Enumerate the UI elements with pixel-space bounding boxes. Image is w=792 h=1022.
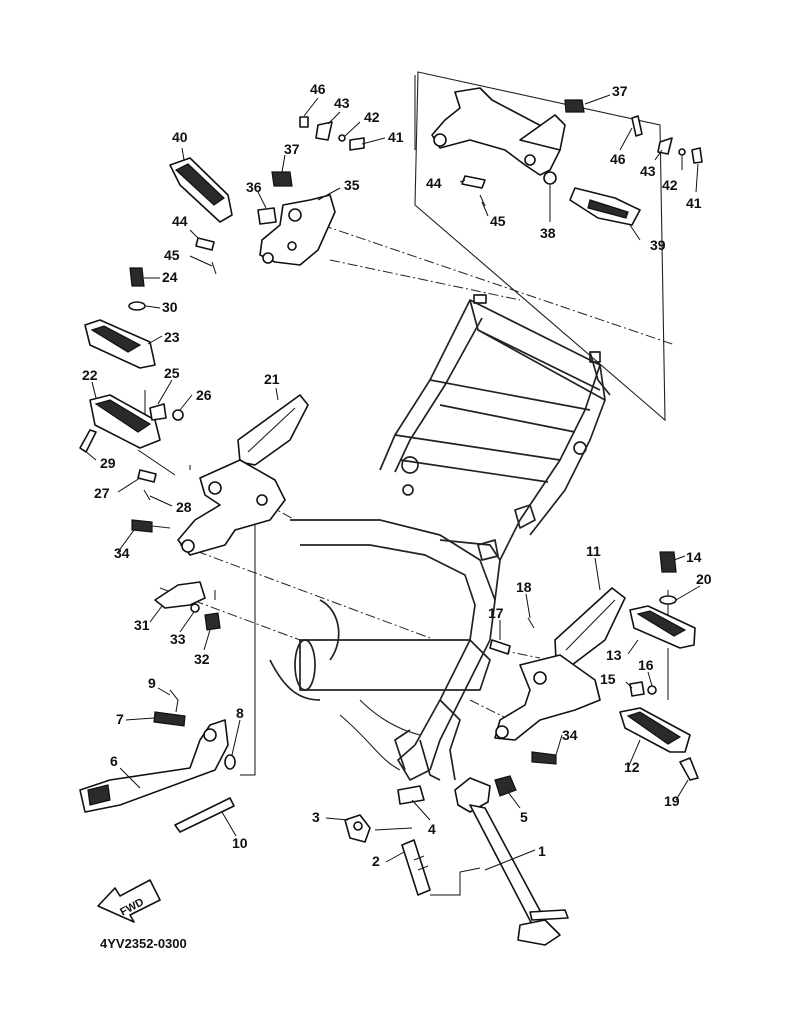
callout-11: 11 — [586, 543, 601, 559]
callout-19: 19 — [664, 793, 680, 809]
callout-37-inset: 37 — [612, 83, 628, 99]
callout-26: 26 — [196, 387, 212, 403]
callout-45-left: 45 — [164, 247, 180, 263]
passenger-footrest-left — [169, 116, 365, 275]
callout-46-inset: 46 — [610, 151, 626, 167]
callout-20: 20 — [696, 571, 712, 587]
diagram-code: 4YV2352-0300 — [100, 936, 187, 951]
callout-10: 10 — [232, 835, 248, 851]
callout-41-left: 41 — [388, 129, 404, 145]
callout-6: 6 — [110, 753, 118, 769]
callout-43-left: 43 — [334, 95, 350, 111]
callout-21: 21 — [264, 371, 280, 387]
callout-34-left: 34 — [114, 545, 130, 561]
fwd-arrow-icon: FWD — [97, 879, 161, 923]
callout-29: 29 — [100, 455, 116, 471]
callout-16: 16 — [638, 657, 654, 673]
callout-31: 31 — [134, 617, 150, 633]
callout-38: 38 — [540, 225, 556, 241]
sidestand — [344, 775, 569, 946]
callout-36: 36 — [246, 179, 262, 195]
callout-5: 5 — [520, 809, 528, 825]
callout-41-inset: 41 — [686, 195, 702, 211]
callout-numbers: 1 2 3 4 5 6 7 8 9 10 11 12 13 14 15 16 1… — [82, 81, 712, 869]
callout-8: 8 — [236, 705, 244, 721]
shift-pedal — [79, 689, 236, 833]
callout-13: 13 — [606, 647, 622, 663]
callout-14: 14 — [686, 549, 702, 565]
callout-32: 32 — [194, 651, 210, 667]
callout-34-right: 34 — [562, 727, 578, 743]
callout-33: 33 — [170, 631, 186, 647]
callout-1: 1 — [538, 843, 546, 859]
callout-30: 30 — [162, 299, 178, 315]
callout-42-inset: 42 — [662, 177, 678, 193]
callout-22: 22 — [82, 367, 98, 383]
callout-4: 4 — [428, 821, 436, 837]
callout-15: 15 — [600, 671, 616, 687]
callout-2: 2 — [372, 853, 380, 869]
callout-45-inset: 45 — [490, 213, 506, 229]
callout-17: 17 — [488, 605, 504, 621]
inset-panel — [414, 71, 703, 422]
callout-40: 40 — [172, 129, 188, 145]
callout-28: 28 — [176, 499, 192, 515]
callout-leaders — [83, 94, 701, 871]
callout-44-left: 44 — [172, 213, 188, 229]
callout-37-left: 37 — [284, 141, 300, 157]
callout-42-left: 42 — [364, 109, 380, 125]
rider-footrest-left — [79, 267, 309, 631]
callout-27: 27 — [94, 485, 110, 501]
callout-46-left: 46 — [310, 81, 326, 97]
callout-12: 12 — [624, 759, 640, 775]
callout-44-inset: 44 — [426, 175, 442, 191]
callout-24: 24 — [162, 269, 178, 285]
main-frame — [269, 294, 611, 781]
callout-7: 7 — [116, 711, 124, 727]
callout-43-inset: 43 — [640, 163, 656, 179]
callout-18: 18 — [516, 579, 532, 595]
assembly-lines — [137, 75, 676, 776]
callout-23: 23 — [164, 329, 180, 345]
rider-footrest-right — [489, 551, 699, 781]
callout-35: 35 — [344, 177, 360, 193]
callout-39: 39 — [650, 237, 666, 253]
callout-9: 9 — [148, 675, 156, 691]
callout-3: 3 — [312, 809, 320, 825]
callout-25: 25 — [164, 365, 180, 381]
